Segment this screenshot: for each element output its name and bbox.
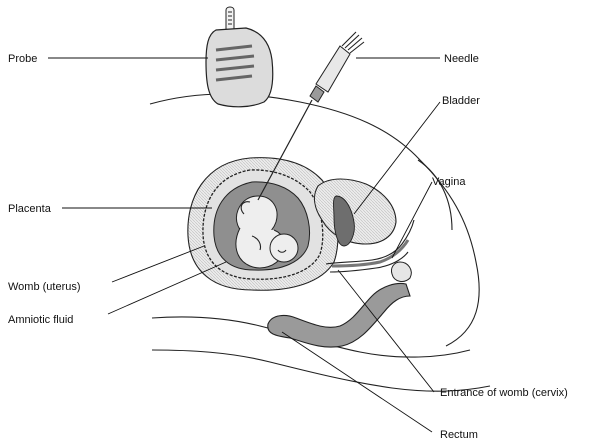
ultrasound-probe [206,7,273,107]
label-amniotic: Amniotic fluid [8,314,73,326]
leader-womb [112,246,204,282]
leader-bladder [354,102,440,214]
label-vagina: Vagina [432,176,466,188]
label-cervix: Entrance of womb (cervix) [440,387,568,399]
label-needle: Needle [444,53,479,65]
label-bladder: Bladder [442,95,480,107]
leader-vagina [392,182,432,258]
leader-rectum [282,332,432,432]
rectum-shape [268,284,410,348]
leader-amniotic [108,262,226,314]
label-probe: Probe [8,53,37,65]
label-rectum: Rectum [440,429,478,440]
label-womb: Womb (uterus) [8,281,81,293]
label-placenta: Placenta [8,203,52,215]
